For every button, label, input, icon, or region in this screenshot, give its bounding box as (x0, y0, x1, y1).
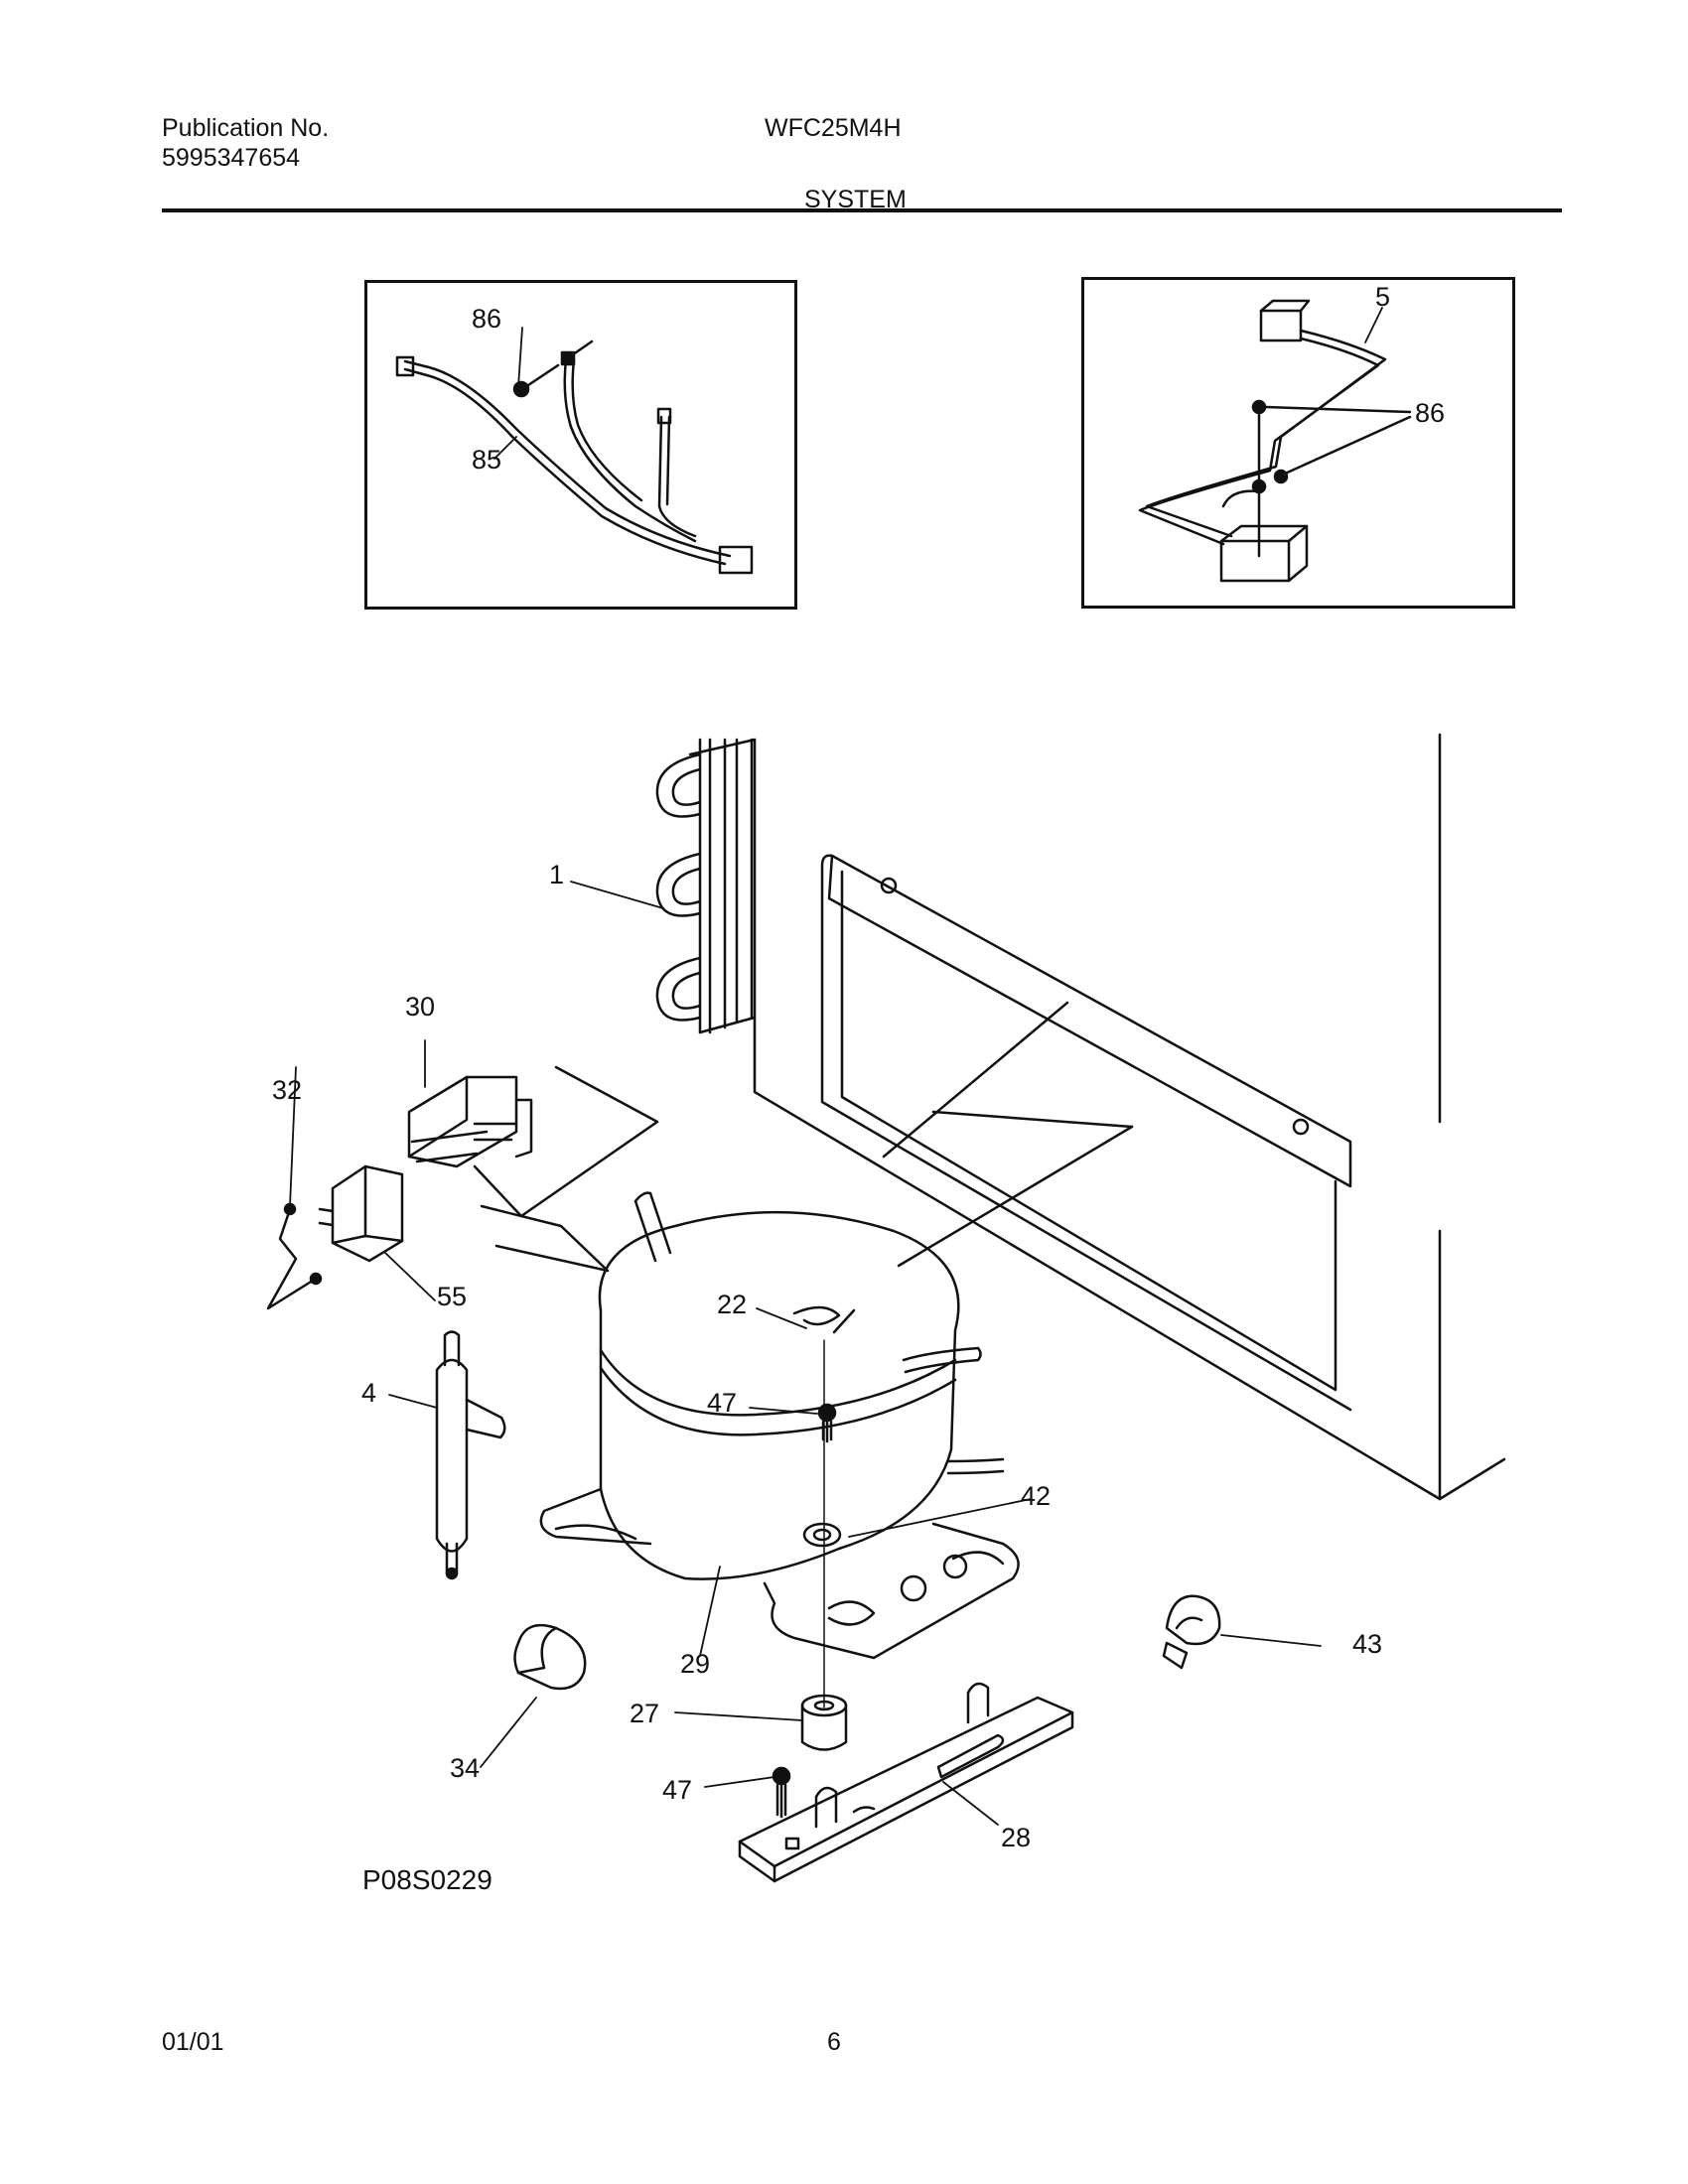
callout-22: 22 (717, 1290, 747, 1319)
clamp-drawing (1162, 1594, 1221, 1670)
publication-number: 5995347654 (162, 144, 301, 172)
inset-right-callouts: 5 86 (1375, 282, 1445, 428)
overload-drawing (266, 1164, 404, 1310)
clip-drawing (513, 1623, 587, 1691)
filter-drier-drawing (435, 1330, 506, 1580)
screw-icon (1251, 399, 1412, 558)
footer-date: 01/01 (162, 2028, 224, 2056)
callout-1: 1 (549, 860, 564, 889)
mounting-bracket-drawing (738, 1682, 1074, 1883)
relay-drawing (407, 1065, 659, 1273)
callout-29: 29 (680, 1649, 710, 1679)
publication-label: Publication No. (162, 114, 330, 142)
callout-4: 4 (361, 1378, 376, 1408)
grommet-drawing (800, 1694, 848, 1751)
cabinet-panel-drawing (753, 733, 1506, 1501)
callout-85: 85 (472, 445, 501, 475)
figure-code: P08S0229 (362, 1864, 492, 1895)
power-cord-drawing (1138, 299, 1387, 583)
callout-55: 55 (437, 1282, 467, 1311)
callout-42: 42 (1021, 1481, 1051, 1511)
wire-harness-drawing (395, 340, 754, 575)
inset-right-frame (1081, 277, 1515, 609)
callout-43: 43 (1352, 1629, 1382, 1659)
callout-30: 30 (405, 992, 435, 1022)
condenser-coil-drawing (655, 738, 757, 1034)
callout-32: 32 (272, 1075, 302, 1105)
callout-47-top: 47 (707, 1388, 737, 1418)
callout-28: 28 (1001, 1823, 1031, 1852)
callout-34: 34 (450, 1753, 480, 1783)
callout-86-right: 86 (1415, 398, 1445, 428)
callout-5: 5 (1375, 282, 1390, 312)
model-number: WFC25M4H (765, 114, 902, 142)
page-number: 6 (827, 2028, 841, 2056)
callout-47-bottom: 47 (662, 1775, 692, 1805)
inset-left-callouts: 86 85 (472, 304, 501, 475)
leader-lines (289, 307, 1383, 1826)
main-callouts: 1 30 32 55 4 22 47 42 29 43 34 27 47 28 (272, 860, 1382, 1852)
section-title: SYSTEM (804, 186, 907, 213)
callout-86-left: 86 (472, 304, 501, 334)
compressor-drawing (539, 1191, 1020, 1708)
screw-icon (512, 363, 560, 398)
callout-27: 27 (630, 1699, 659, 1728)
header-rule (162, 208, 1562, 212)
